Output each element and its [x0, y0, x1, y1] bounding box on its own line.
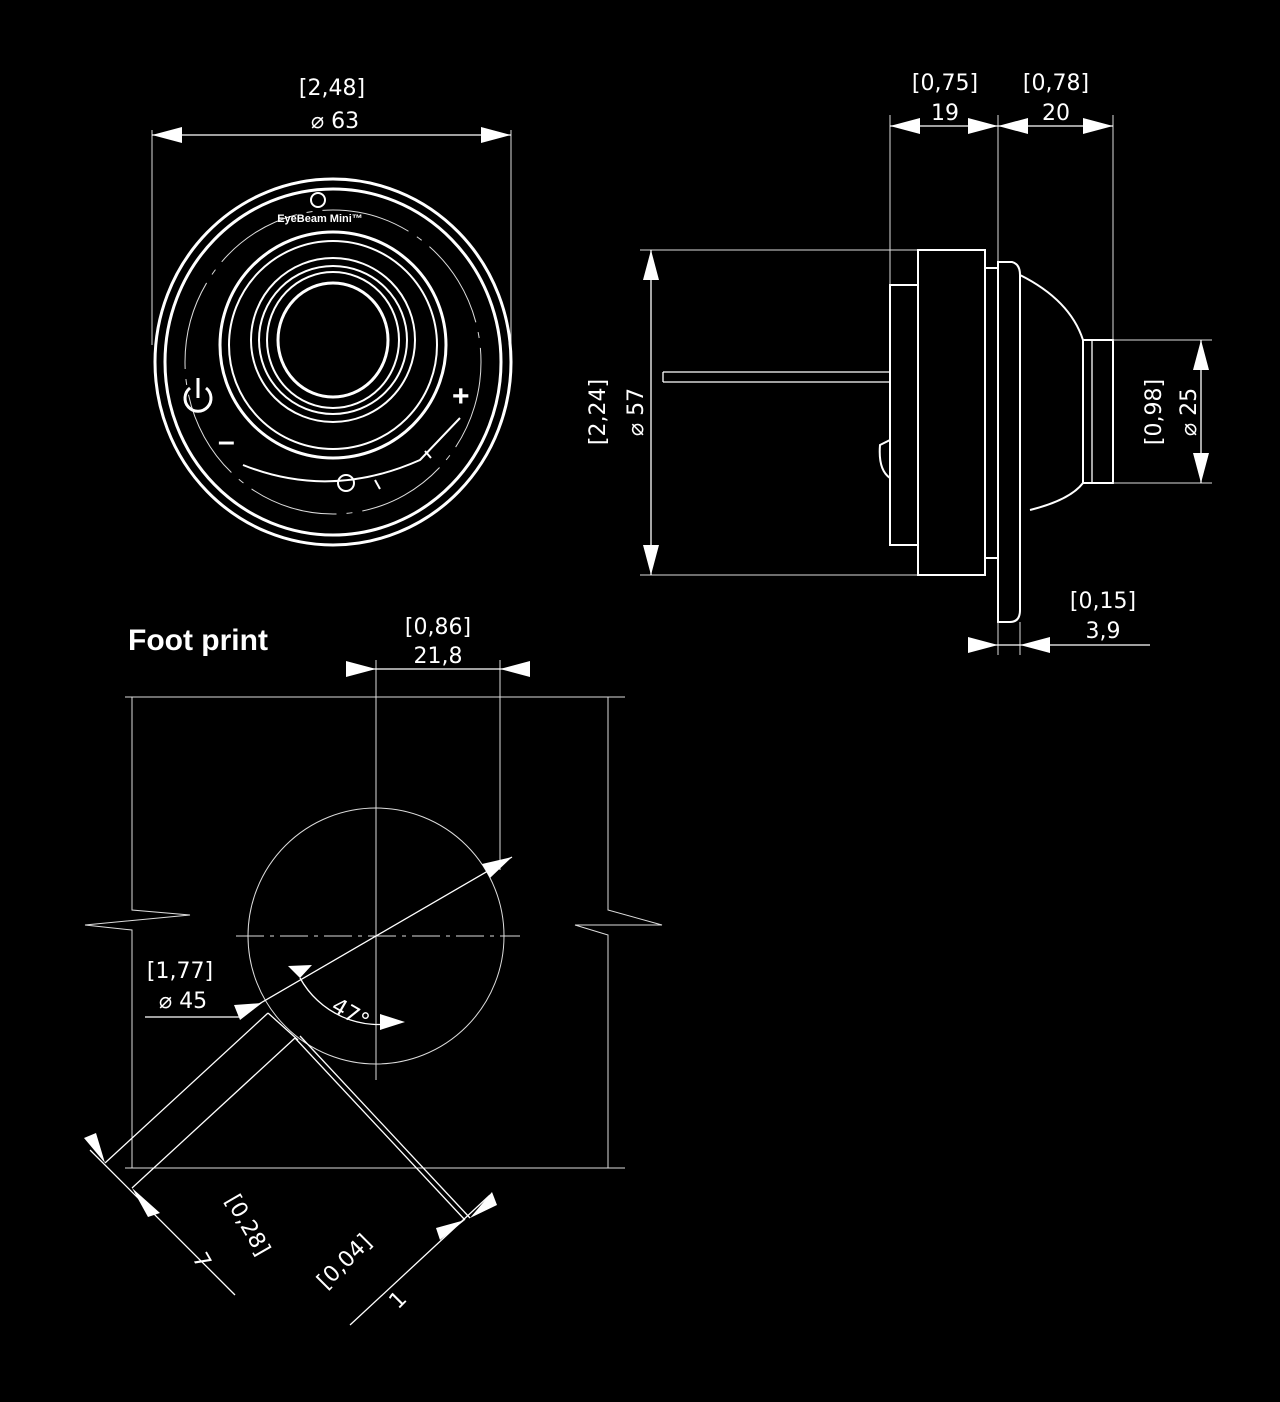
slot-end — [267, 1012, 299, 1041]
slot-edge — [131, 1037, 296, 1189]
arrow-icon — [436, 1220, 465, 1240]
offset-mm-label: 21,8 — [414, 644, 463, 669]
nose-inch-label: [0,98] — [1142, 379, 1167, 445]
arrow-icon — [470, 1192, 497, 1218]
arrow-icon — [482, 857, 512, 878]
hole-mm-label: ⌀ 45 — [159, 989, 207, 1014]
minus-label: – — [218, 425, 235, 458]
arrow-icon — [968, 637, 998, 653]
plate-mm-label: 3,9 — [1086, 619, 1121, 644]
footprint-title: Foot print — [128, 624, 268, 657]
arrow-icon — [1193, 453, 1209, 483]
arrow-icon — [346, 661, 376, 677]
flange-inch-label: [0,75] — [912, 71, 978, 96]
arrow-icon — [643, 250, 659, 280]
slot-mm-label: 7 — [187, 1249, 216, 1274]
lens-nose — [1082, 339, 1114, 484]
bottom-indicator-icon — [337, 474, 355, 492]
dimension-line — [89, 1149, 236, 1296]
arrow-icon — [132, 1188, 160, 1217]
arrow-icon — [968, 118, 998, 134]
gap-mm-label: 1 — [385, 1287, 413, 1315]
arrow-icon — [500, 661, 530, 677]
front-mm-label: 20 — [1042, 101, 1070, 126]
lens-ring — [258, 265, 408, 415]
dimension-line — [349, 1194, 491, 1326]
gasket — [984, 267, 999, 559]
knob — [878, 438, 891, 480]
lens-ring — [250, 257, 416, 423]
scale-tick — [424, 450, 432, 459]
gap-inch-label: [0,04] — [313, 1230, 377, 1294]
slot-edge — [299, 1035, 471, 1219]
lens-housing-inner — [228, 240, 438, 450]
arrow-icon — [84, 1133, 105, 1163]
mounting-plate — [997, 261, 1021, 623]
main-body — [917, 249, 986, 576]
plus-label: + — [452, 380, 470, 413]
side-view: [0,75] 19 [0,78] 20 [2,24] ⌀ 57 [0,98] ⌀… — [586, 71, 1212, 655]
slot-inch-label: [0,28] — [220, 1191, 275, 1261]
hole-inch-label: [1,77] — [147, 959, 213, 984]
arrow-icon — [890, 118, 920, 134]
arrow-icon — [1193, 340, 1209, 370]
arrow-icon — [998, 118, 1028, 134]
body-mm-label: ⌀ 57 — [624, 388, 649, 436]
scale-tick — [374, 479, 381, 490]
flange-mm-label: 19 — [931, 101, 959, 126]
front-view: [2,48] ⌀ 63 EyeBeam Mini™ – + — [151, 76, 513, 547]
arrow-icon — [288, 965, 312, 978]
arrow-icon — [1020, 637, 1050, 653]
diameter-leader — [239, 856, 513, 1016]
arrow-icon — [1083, 118, 1113, 134]
offset-inch-label: [0,86] — [405, 615, 471, 640]
rear-flange — [889, 284, 919, 546]
arrow-icon — [643, 545, 659, 575]
arrow-icon — [234, 1003, 262, 1020]
brightness-scale — [242, 417, 461, 483]
slot-edge — [104, 1012, 269, 1164]
lens-housing-outer — [218, 230, 448, 460]
arrow-icon — [380, 1014, 405, 1030]
outer-ring-inner — [163, 187, 503, 537]
break-line-right — [574, 697, 663, 1168]
dial-track — [184, 209, 482, 515]
nose-mm-label: ⌀ 25 — [1177, 388, 1202, 436]
body-inch-label: [2,24] — [586, 379, 611, 445]
angle-label: 47° — [327, 994, 373, 1035]
diameter-mm-label: ⌀ 63 — [311, 109, 359, 134]
slot-edge — [294, 1037, 466, 1221]
power-icon — [183, 378, 213, 413]
arrow-icon — [481, 127, 511, 143]
footprint-view: Foot print [0,86] 21,8 [1,77] ⌀ 45 47° [… — [84, 615, 663, 1326]
top-indicator-icon — [310, 192, 326, 208]
outer-ring — [153, 177, 513, 547]
lens-aperture — [276, 281, 390, 399]
logo: EyeBeam Mini™ — [277, 213, 363, 225]
diameter-inch-label: [2,48] — [299, 76, 365, 101]
arrow-icon — [152, 127, 182, 143]
plate-inch-label: [0,15] — [1070, 589, 1136, 614]
dome — [1019, 274, 1084, 511]
break-line-left — [84, 697, 191, 1168]
front-inch-label: [0,78] — [1023, 71, 1089, 96]
lens-ring — [266, 271, 400, 409]
